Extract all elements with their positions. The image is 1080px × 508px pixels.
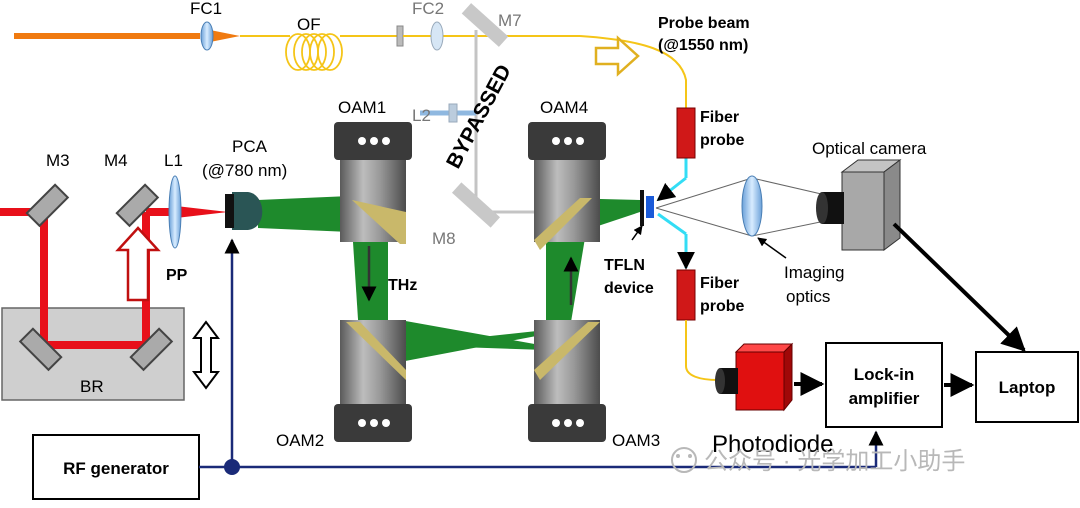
fc2-connector: [396, 25, 404, 47]
label-oam3: OAM3: [612, 431, 660, 450]
label-photodiode: Photodiode: [712, 431, 833, 458]
label-l1: L1: [164, 151, 183, 170]
label-of: OF: [297, 15, 321, 34]
pca-base: [225, 194, 234, 228]
lockin-label-2: amplifier: [849, 389, 920, 408]
pp-arrow: [115, 226, 161, 302]
label-optical-camera: Optical camera: [812, 139, 927, 158]
label-l2: L2: [412, 106, 431, 125]
oam2-mirror: [334, 320, 412, 442]
m3-mirror: [25, 183, 70, 228]
tfln-pointer: [631, 225, 643, 241]
optical-camera: [816, 159, 902, 251]
label-br: BR: [80, 377, 104, 396]
thz-beam-3: [360, 320, 568, 350]
l1-lens: [168, 175, 182, 249]
m7-mirror: [461, 3, 509, 47]
label-m7: M7: [498, 11, 522, 30]
tfln-waveguide: [646, 196, 654, 218]
m8-mirror: [451, 182, 501, 228]
lockin-label-1: Lock-in: [854, 365, 914, 384]
label-oam4: OAM4: [540, 98, 588, 117]
label-fc2: FC2: [412, 0, 444, 18]
probe-bottom-light: [657, 212, 687, 236]
label-probe-beam-1: Probe beam: [658, 15, 750, 32]
probe-top-light: [656, 176, 687, 202]
wechat-icon: [671, 447, 697, 473]
watermark-text: 公众号 · 光学加工小助手: [704, 448, 965, 475]
br-mirror-left: [18, 327, 63, 372]
label-fc1: FC1: [190, 0, 222, 18]
fc2-lens: [430, 21, 444, 51]
label-pca-1: PCA: [232, 137, 268, 156]
label-fiber-probe-top-2: probe: [700, 132, 745, 149]
l2-lens: [448, 103, 458, 123]
photodiode-device: [715, 342, 794, 412]
thz-beam-1: [258, 196, 350, 232]
rf-junction: [224, 459, 240, 475]
label-oam2: OAM2: [276, 431, 324, 450]
imaging-pointer: [757, 237, 787, 259]
probe-fiber-route: [579, 35, 687, 110]
label-fiber-probe-bottom-1: Fiber: [700, 275, 739, 292]
rf-generator-box: [32, 434, 200, 500]
imaging-ray-top: [655, 177, 753, 209]
label-fiber-probe-top-1: Fiber: [700, 109, 739, 126]
label-tfln-2: device: [604, 280, 654, 297]
imaging-lens: [741, 175, 763, 237]
lockin-box: [825, 342, 943, 428]
pca-emitter: [232, 192, 263, 230]
fiber-probe-bottom: [676, 269, 696, 321]
label-imaging-2: optics: [786, 287, 830, 306]
laptop-label: Laptop: [999, 378, 1056, 397]
thz-beam-4: [360, 330, 568, 362]
label-pca-2: (@780 nm): [202, 161, 287, 180]
label-m4: M4: [104, 151, 128, 170]
pump-focus: [176, 206, 228, 218]
label-imaging-1: Imaging: [784, 263, 844, 282]
imaging-ray-top-2: [751, 177, 831, 197]
oam1-mirror: [334, 122, 412, 244]
tfln-chip: [640, 190, 644, 226]
bottom-fiber-route: [685, 320, 719, 381]
label-tfln-1: TFLN: [604, 257, 645, 274]
label-pp: PP: [166, 267, 188, 284]
label-fiber-probe-bottom-2: probe: [700, 298, 745, 315]
camera-to-laptop: [892, 222, 1026, 352]
label-m8: M8: [432, 229, 456, 248]
label-thz: THz: [388, 277, 417, 294]
imaging-ray-bottom-2: [751, 219, 831, 237]
br-double-arrow: [192, 320, 220, 390]
oam4-mirror: [528, 122, 606, 250]
label-m3: M3: [46, 151, 70, 170]
fc1-focus-cone: [210, 30, 240, 42]
probe-direction-arrow: [594, 35, 640, 77]
fiber-coil: [285, 33, 343, 71]
m4-mirror: [115, 183, 160, 228]
fc1-lens: [200, 21, 214, 51]
fiber-probe-top: [676, 107, 696, 159]
label-oam1: OAM1: [338, 98, 386, 117]
watermark: 公众号 · 光学加工小助手: [671, 447, 965, 475]
br-mirror-right: [129, 327, 174, 372]
laptop-box: [975, 351, 1079, 423]
rf-generator-label: RF generator: [63, 459, 169, 478]
label-probe-beam-2: (@1550 nm): [658, 37, 748, 54]
imaging-ray-bottom: [655, 207, 753, 237]
oam3-mirror: [528, 320, 606, 442]
